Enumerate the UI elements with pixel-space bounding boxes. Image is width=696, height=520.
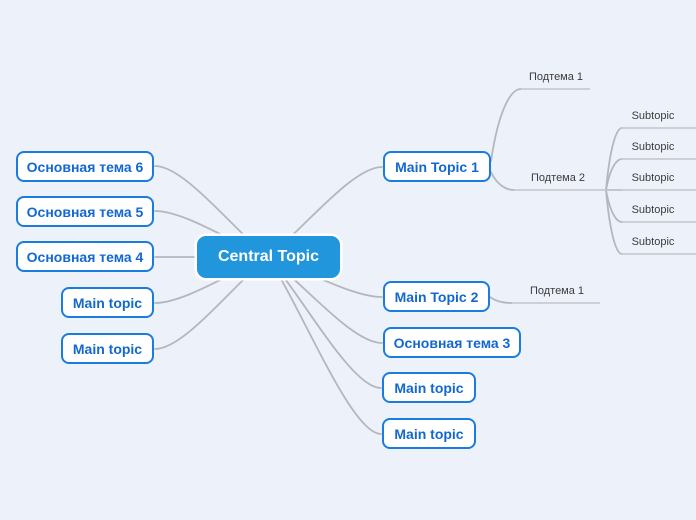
line-topic-podtema-2-of-main-topic-1[interactable]: Подтема 2 — [530, 172, 586, 184]
node-label: Основная тема 6 — [26, 158, 144, 175]
line-topic-subtopic-1[interactable]: Subtopic — [631, 110, 675, 122]
node-label: Main topic — [394, 425, 464, 442]
node-label: Основная тема 3 — [393, 334, 511, 351]
edge-central-to-main-right-2 — [267, 256, 382, 435]
line-topic-podtema-1-of-main-topic-2[interactable]: Подтема 1 — [529, 285, 585, 297]
node-osnovnaya-tema-5[interactable]: Основная тема 5 — [16, 196, 154, 227]
node-main-topic-left-1[interactable]: Main topic — [61, 287, 154, 318]
node-central-topic[interactable]: Central Topic — [197, 236, 340, 278]
edge-main-topic-1-to-podtema-2 — [490, 171, 515, 191]
node-main-topic-left-2[interactable]: Main topic — [61, 333, 154, 364]
edge-main-topic-2-to-podtema-1 — [489, 296, 513, 304]
node-label: Main topic — [394, 379, 464, 396]
node-main-topic-right-1[interactable]: Main topic — [382, 372, 476, 403]
node-main-topic-right-2[interactable]: Main topic — [382, 418, 476, 449]
node-label: Main topic — [72, 340, 143, 357]
node-label: Основная тема 5 — [26, 203, 144, 220]
node-label: Central Topic — [217, 248, 320, 265]
node-osnovnaya-tema-4[interactable]: Основная тема 4 — [16, 241, 154, 272]
node-label: Основная тема 4 — [26, 248, 144, 265]
line-topic-subtopic-3[interactable]: Subtopic — [631, 172, 675, 184]
node-osnovnaya-tema-3[interactable]: Основная тема 3 — [383, 327, 521, 358]
line-topic-subtopic-5[interactable]: Subtopic — [631, 236, 675, 248]
line-topic-subtopic-4[interactable]: Subtopic — [631, 204, 675, 216]
line-topic-subtopic-2[interactable]: Subtopic — [631, 141, 675, 153]
node-osnovnaya-tema-6[interactable]: Основная тема 6 — [16, 151, 154, 182]
node-label: Main Topic 2 — [394, 288, 479, 305]
line-topic-podtema-1-of-main-topic-1[interactable]: Подтема 1 — [528, 71, 584, 83]
node-label: Main topic — [72, 294, 143, 311]
node-main-topic-1[interactable]: Main Topic 1 — [383, 151, 491, 182]
node-label: Main Topic 1 — [395, 158, 479, 175]
node-main-topic-2[interactable]: Main Topic 2 — [383, 281, 490, 312]
edge-main-topic-1-to-podtema-1 — [490, 88, 522, 162]
